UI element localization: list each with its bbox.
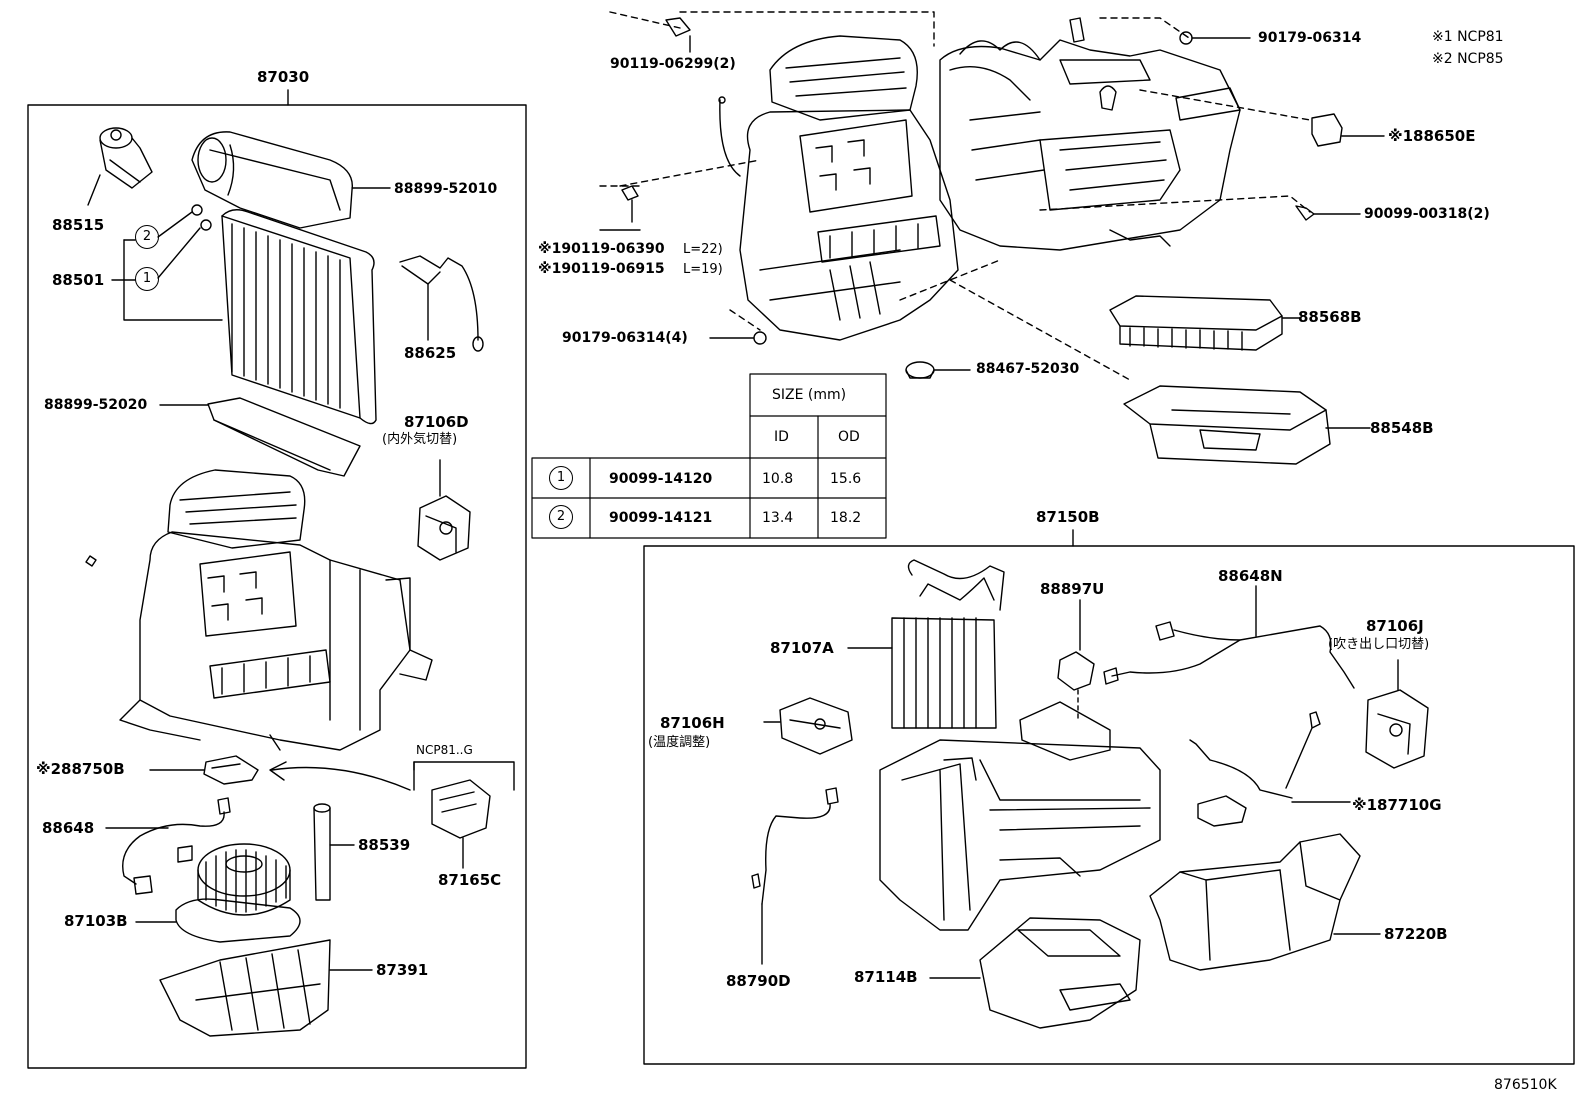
part-label-88539: 88539 bbox=[358, 836, 411, 854]
part-note-87106D: (内外気切替) bbox=[382, 432, 458, 447]
part-len-90119-06915: L=19) bbox=[683, 262, 723, 277]
part-label-90119-06915: ※190119-06915 bbox=[538, 261, 665, 277]
size-table-header: SIZE (mm) bbox=[772, 387, 847, 403]
filter-88568B-drawing bbox=[1109, 295, 1301, 351]
size-table-row2-id: 13.4 bbox=[762, 510, 794, 526]
sensor-88625-drawing bbox=[399, 255, 484, 352]
part-label-88515: 88515 bbox=[52, 216, 105, 234]
callout-1: 1 bbox=[135, 267, 159, 291]
tube-88539-drawing bbox=[313, 803, 355, 901]
part-label-90119-06299: 90119-06299(2) bbox=[610, 56, 736, 72]
part-label-87165C: 87165C bbox=[438, 871, 502, 889]
left-group-frame bbox=[27, 89, 527, 1069]
size-table-row1-od: 15.6 bbox=[830, 471, 862, 487]
size-table-row1-part: 90099-14120 bbox=[609, 471, 713, 487]
part-label-87220B: 87220B bbox=[1384, 925, 1448, 943]
sensor-88515-drawing bbox=[87, 127, 153, 206]
note-ncp85: ※2 NCP85 bbox=[1432, 51, 1504, 67]
part-label-87106J: 87106J bbox=[1366, 617, 1424, 635]
part-label-88548B: 88548B bbox=[1370, 419, 1434, 437]
duct-88899-52010-drawing bbox=[191, 131, 391, 229]
part-87165C-drawing bbox=[431, 779, 491, 869]
callout-2: 2 bbox=[135, 225, 159, 249]
assembly-label-87030: 87030 bbox=[257, 68, 310, 86]
part-label-88790D: 88790D bbox=[726, 972, 791, 990]
part-label-88568B: 88568B bbox=[1298, 308, 1362, 326]
part-label-87391: 87391 bbox=[376, 961, 429, 979]
part-label-87103B: 87103B bbox=[64, 912, 128, 930]
blower-motor-87103B-drawing bbox=[135, 843, 301, 943]
part-label-87107A: 87107A bbox=[770, 639, 834, 657]
servo-87106J-drawing bbox=[1365, 659, 1429, 769]
part-label-87106H: 87106H bbox=[660, 714, 725, 732]
sensor-87710G-drawing bbox=[1189, 711, 1351, 827]
figure-id: 876510K bbox=[1494, 1077, 1557, 1093]
right-group-frame bbox=[643, 529, 1575, 1065]
part-label-88467-52030: 88467-52030 bbox=[976, 361, 1080, 377]
part-label-88650E: ※188650E bbox=[1388, 127, 1476, 145]
part-label-88625: 88625 bbox=[404, 344, 457, 362]
heater-case-drawing bbox=[879, 701, 1161, 931]
size-table-row2-od: 18.2 bbox=[830, 510, 862, 526]
size-table-col-od: OD bbox=[838, 429, 860, 445]
part-len-90119-06390: L=22) bbox=[683, 242, 723, 257]
harness-88648N-drawing bbox=[1103, 585, 1355, 689]
note-ncp81: ※1 NCP81 bbox=[1432, 29, 1504, 45]
size-table-row1-ref: 1 bbox=[549, 466, 573, 490]
heater-core-87107A-drawing bbox=[847, 559, 1005, 729]
part-label-90119-06390: ※190119-06390 bbox=[538, 241, 665, 257]
part-note-87106J: (吹き出し口切替) bbox=[1328, 637, 1430, 652]
assembly-label-87150B: 87150B bbox=[1036, 508, 1100, 526]
main-assembly-drawing bbox=[599, 11, 1385, 381]
blower-housing-drawing bbox=[85, 469, 433, 751]
harness-88648-drawing bbox=[105, 797, 231, 895]
size-table-col-id: ID bbox=[774, 429, 789, 445]
evaporator-88501-drawing bbox=[111, 204, 377, 425]
plate-88899-52020-drawing bbox=[159, 397, 361, 477]
part-note-87106H: (温度調整) bbox=[648, 735, 711, 750]
servo-87106D-drawing bbox=[417, 459, 471, 561]
sensor-88897U-drawing bbox=[1057, 599, 1095, 721]
size-table-row2-ref: 2 bbox=[549, 505, 573, 529]
case-87114B-drawing bbox=[929, 917, 1141, 1029]
part-label-87114B: 87114B bbox=[854, 968, 918, 986]
size-table-row2-part: 90099-14121 bbox=[609, 510, 713, 526]
part-label-88648N: 88648N bbox=[1218, 567, 1283, 585]
servo-87106H-drawing bbox=[763, 697, 853, 755]
lower-case-87391-drawing bbox=[159, 939, 373, 1037]
size-table-grid bbox=[531, 373, 887, 539]
part-label-88750B: ※288750B bbox=[36, 760, 125, 778]
part-label-87106D: 87106D bbox=[404, 413, 469, 431]
part-label-90099-00318: 90099-00318(2) bbox=[1364, 206, 1490, 222]
resistor-88750B-drawing bbox=[149, 755, 259, 785]
part-label-88899-52010: 88899-52010 bbox=[394, 181, 498, 197]
duct-87220B-drawing bbox=[1149, 833, 1381, 971]
part-label-88897U: 88897U bbox=[1040, 580, 1105, 598]
part-label-90179-06314-top: 90179-06314 bbox=[1258, 30, 1362, 46]
size-table-row1-id: 10.8 bbox=[762, 471, 794, 487]
part-label-88899-52020: 88899-52020 bbox=[44, 397, 148, 413]
ncp81-g-label: NCP81..G bbox=[416, 743, 473, 757]
sensor-88790D-drawing bbox=[751, 787, 839, 965]
case-88548B-drawing bbox=[1123, 385, 1371, 465]
part-label-88501: 88501 bbox=[52, 271, 105, 289]
part-label-90179-06314-4: 90179-06314(4) bbox=[562, 330, 688, 346]
ncp81-arrow bbox=[269, 761, 515, 791]
part-label-88648: 88648 bbox=[42, 819, 95, 837]
part-label-87710G: ※187710G bbox=[1352, 796, 1442, 814]
